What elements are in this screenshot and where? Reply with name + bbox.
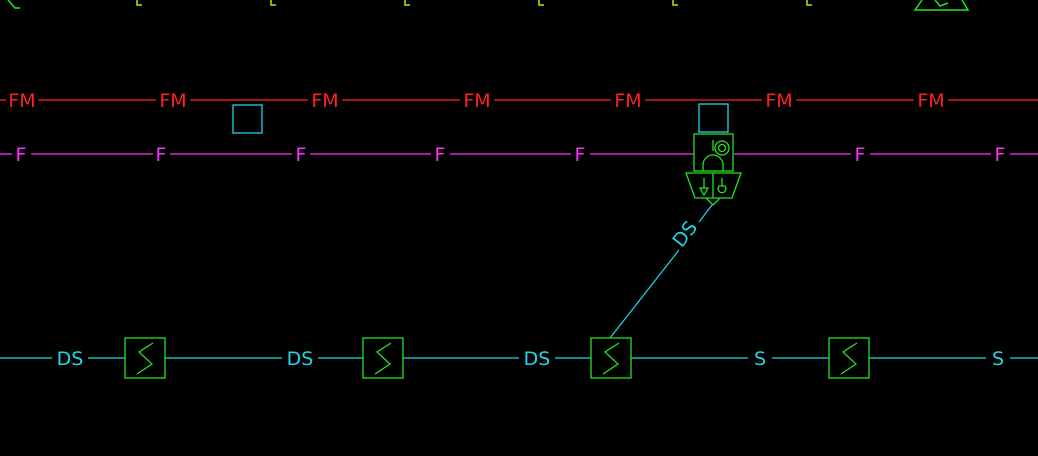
fm-label: FM xyxy=(159,90,186,112)
f-label: F xyxy=(575,144,586,166)
s-valve-icon[interactable] xyxy=(124,337,166,379)
fixture-icon[interactable] xyxy=(685,103,742,206)
fm-label: FM xyxy=(463,90,490,112)
fixture-body xyxy=(693,133,734,172)
fm-label: FM xyxy=(614,90,641,112)
s-valve-icon[interactable] xyxy=(362,337,404,379)
ds-label: DS xyxy=(287,348,314,370)
f-label: F xyxy=(16,144,27,166)
square-box-icon[interactable] xyxy=(232,104,263,134)
ds-branch-line xyxy=(609,204,713,339)
s-label: S xyxy=(754,348,766,370)
fixture-top-box xyxy=(698,103,729,133)
s-label: S xyxy=(992,348,1004,370)
ds-labels: DS DS DS S S xyxy=(57,348,1004,370)
top-edge-marks xyxy=(7,0,970,11)
f-label: F xyxy=(435,144,446,166)
f-labels: F F F F F F F xyxy=(16,144,1006,166)
fixture-base xyxy=(685,172,742,199)
fm-label: FM xyxy=(311,90,338,112)
f-label: F xyxy=(995,144,1006,166)
fm-labels: FM FM FM FM FM FM FM xyxy=(8,90,944,112)
ds-branch-label: DS xyxy=(668,217,702,252)
f-label: F xyxy=(296,144,307,166)
fm-label: FM xyxy=(8,90,35,112)
fm-label: FM xyxy=(765,90,792,112)
fm-label: FM xyxy=(917,90,944,112)
ds-label: DS xyxy=(57,348,84,370)
s-valves xyxy=(124,337,870,379)
f-label: F xyxy=(156,144,167,166)
s-valve-icon[interactable] xyxy=(828,337,870,379)
s-valve-icon[interactable] xyxy=(590,337,632,379)
f-label: F xyxy=(855,144,866,166)
ds-label: DS xyxy=(524,348,551,370)
